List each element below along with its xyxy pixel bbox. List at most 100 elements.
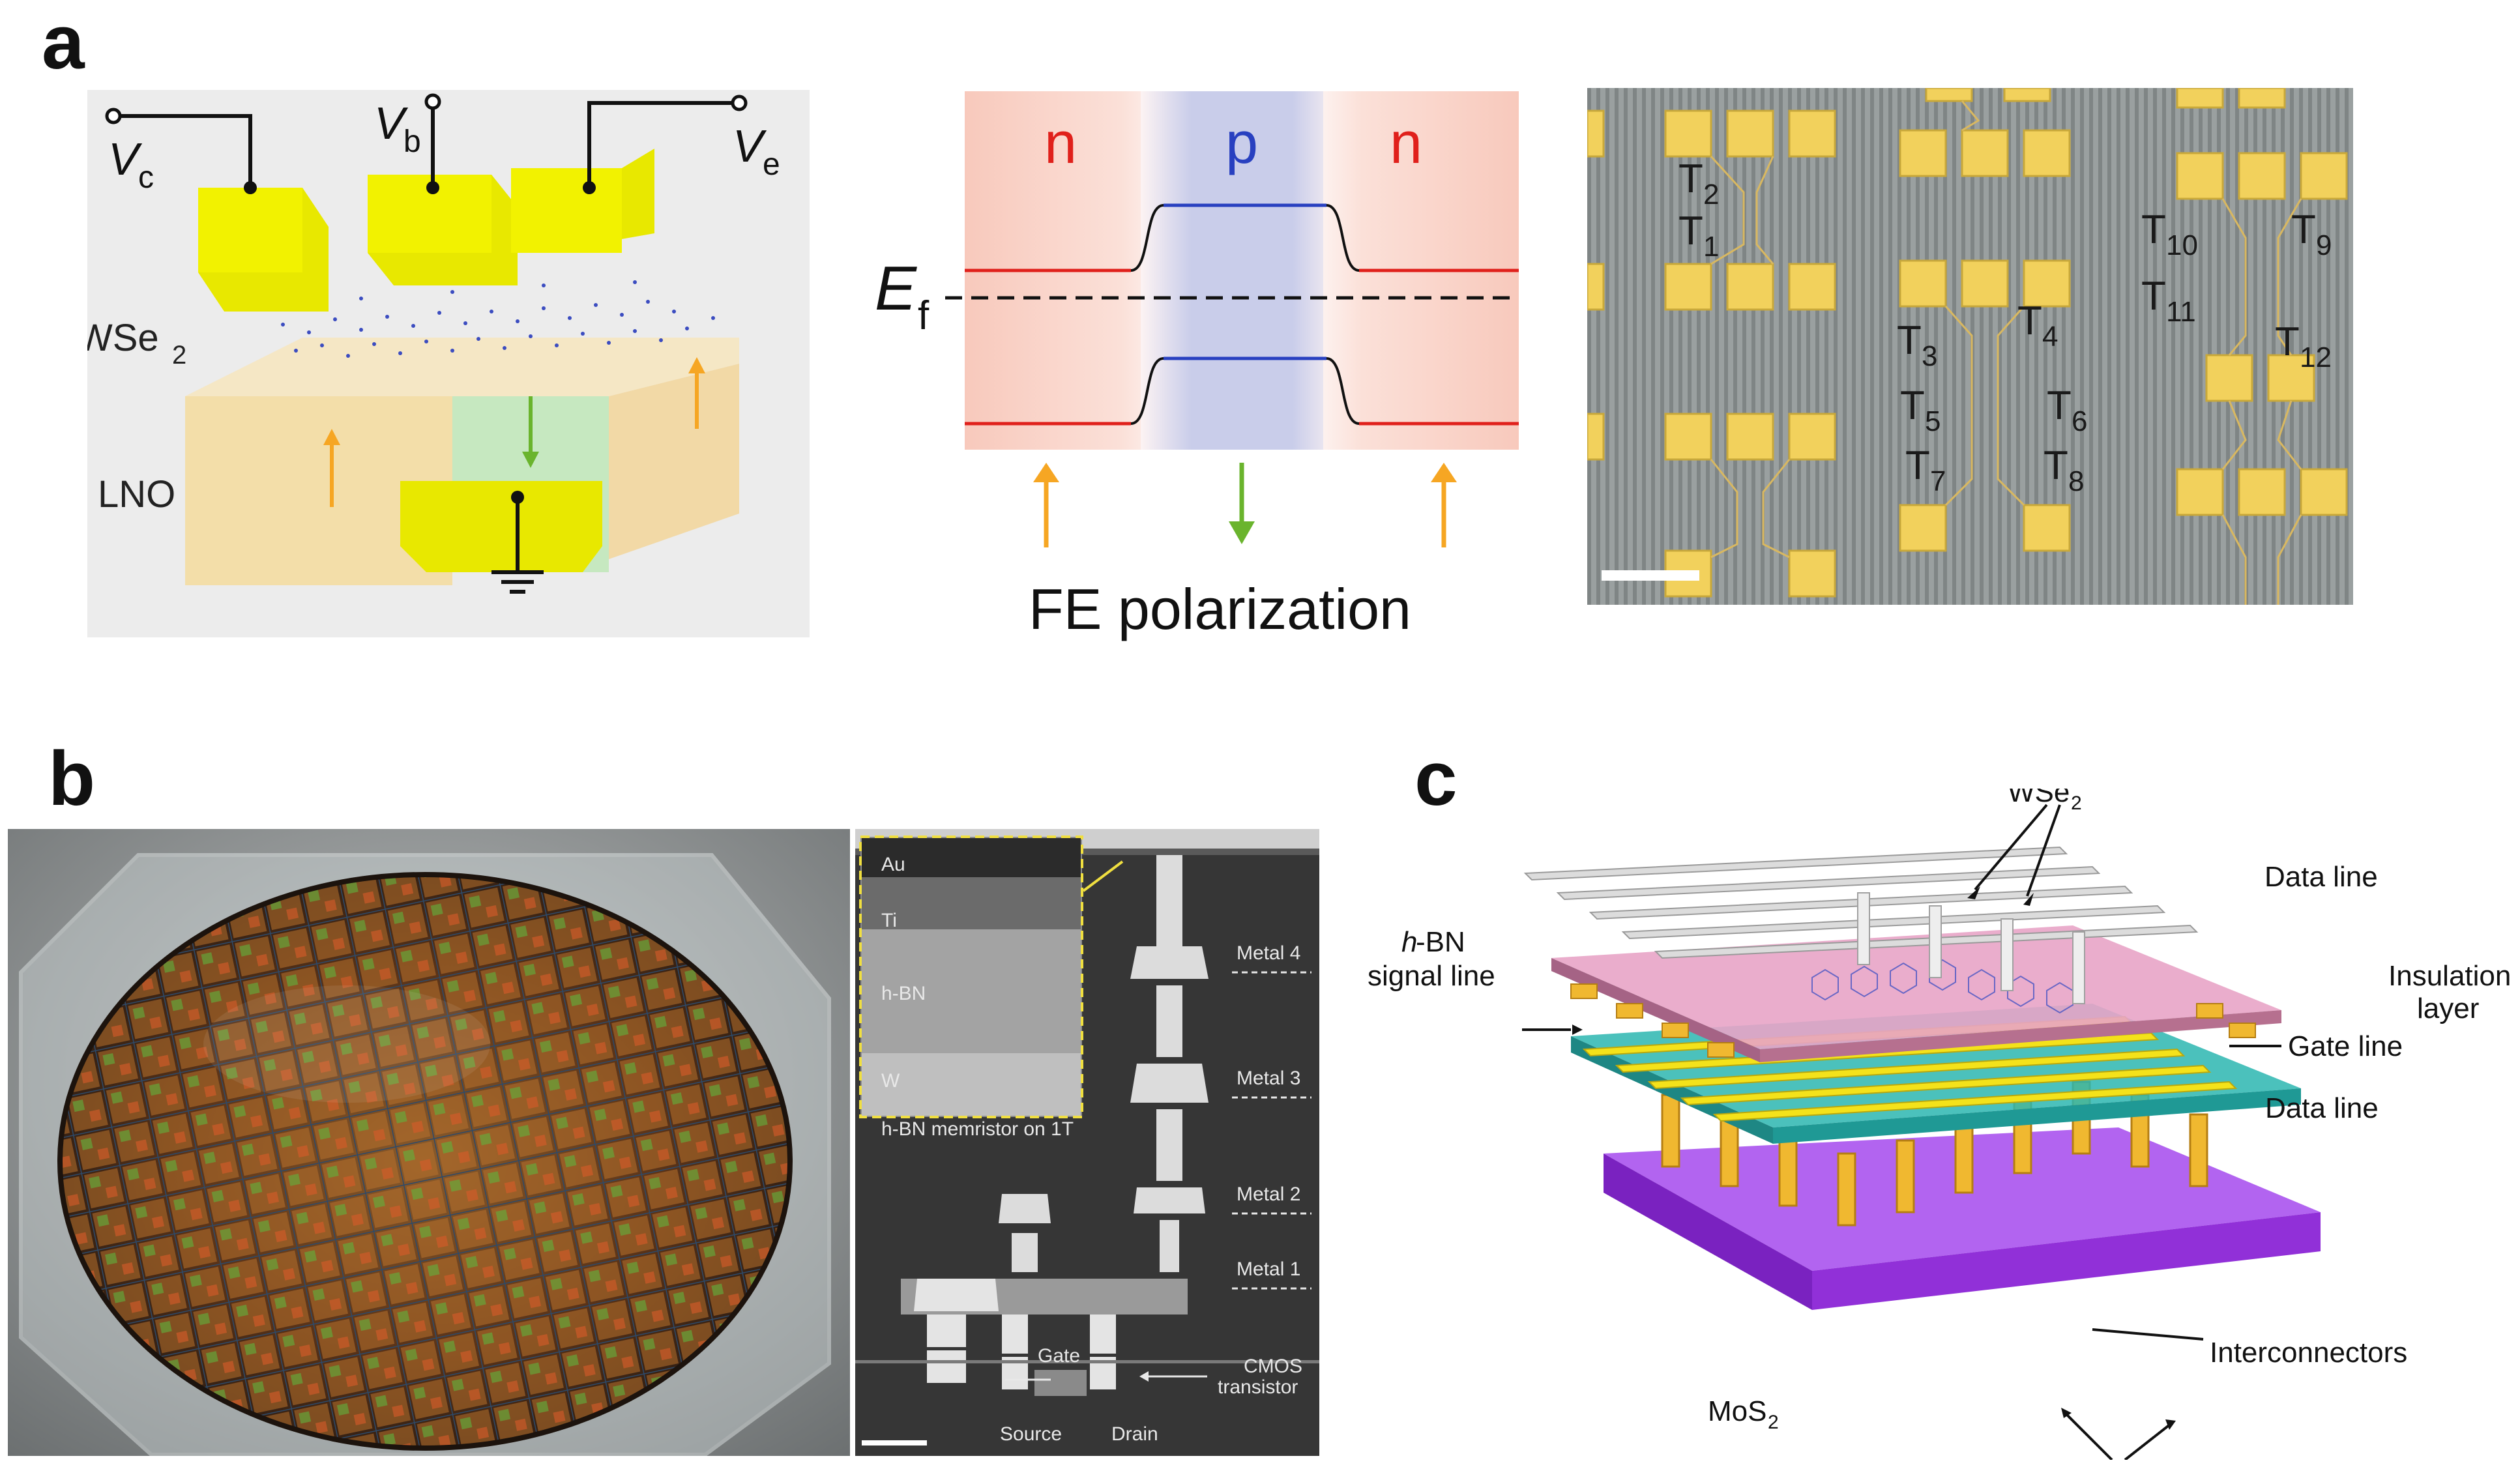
svg-text:T: T (2275, 319, 2300, 364)
svg-text:f: f (918, 293, 930, 338)
svg-text:10: 10 (2166, 229, 2198, 261)
region-label-n-right: n (1390, 111, 1422, 176)
svg-text:V: V (733, 121, 767, 171)
source-label: Source (1000, 1423, 1062, 1445)
p-region (1141, 91, 1343, 450)
metal-3-label: Metal 3 (1237, 1068, 1300, 1089)
terminal-label-vc: V c (108, 134, 154, 195)
panel-letter-b: b (48, 736, 96, 822)
svg-text:h: h (1401, 926, 1417, 958)
svg-text:2: 2 (1768, 1412, 1779, 1433)
svg-text:9: 9 (2316, 229, 2332, 261)
polarization-arrow-up (1033, 463, 1059, 482)
svg-text:6: 6 (2072, 405, 2087, 437)
inset-caption: h-BN memristor on 1T (881, 1118, 1074, 1140)
svg-text:WSe: WSe (87, 317, 159, 359)
terminal-label-vb: V b (374, 98, 421, 159)
svg-text:3: 3 (1922, 340, 1937, 372)
fe-polarization-caption: FE polarization (1029, 577, 1411, 641)
scale-bar (862, 1440, 927, 1445)
svg-text:T: T (1897, 318, 1922, 363)
fermi-level-label: E f (875, 254, 930, 338)
svg-text:4: 4 (2042, 321, 2058, 353)
insulation-layer-label: Insulation layer (2388, 960, 2511, 1024)
svg-text:2: 2 (1703, 179, 1719, 211)
data-line-top-label: Data line (2264, 861, 2378, 893)
svg-text:T: T (1900, 383, 1925, 428)
band-diagram: n p n E f FE polarization (873, 85, 1545, 645)
svg-text:7: 7 (1930, 465, 1946, 497)
inset-layer-ti: Ti (881, 910, 897, 931)
scale-bar (1602, 570, 1699, 581)
wse2-label: WSe 2 (87, 317, 186, 370)
svg-text:T: T (2291, 207, 2316, 252)
hbn-signal-line-label: h -BN signal line (1368, 926, 1495, 992)
svg-text:2: 2 (2071, 792, 2082, 814)
polarization-arrow-down (1229, 521, 1255, 544)
wse2-label: WSe 2 (2008, 789, 2082, 814)
drain-label: Drain (1111, 1423, 1158, 1445)
svg-text:c: c (138, 160, 154, 195)
data-line-mid-label: Data line (2265, 1092, 2379, 1124)
svg-text:V: V (108, 134, 143, 184)
polarization-arrow-up (1431, 463, 1457, 482)
metal-1-label: Metal 1 (1237, 1258, 1300, 1280)
svg-text:V: V (374, 98, 409, 149)
gate-label: Gate (1038, 1345, 1080, 1367)
svg-text:layer: layer (2417, 993, 2479, 1024)
metal-4-label: Metal 4 (1237, 942, 1300, 964)
svg-text:T: T (1905, 443, 1930, 488)
svg-text:T: T (1678, 209, 1703, 254)
svg-text:E: E (875, 254, 917, 323)
svg-text:b: b (403, 124, 421, 159)
svg-text:5: 5 (1925, 405, 1941, 437)
svg-text:Insulation: Insulation (2388, 960, 2511, 992)
svg-text:T: T (2141, 274, 2166, 319)
svg-text:1: 1 (1703, 231, 1719, 263)
panel-letter-a: a (42, 0, 85, 85)
svg-text:T: T (2047, 383, 2072, 428)
svg-text:T: T (1678, 156, 1703, 201)
interconnectors-label: Interconnectors (2210, 1337, 2407, 1369)
wafer-photo (8, 829, 850, 1456)
svg-text:T: T (2017, 298, 2042, 343)
transistor-label: transistor (1218, 1376, 1298, 1398)
svg-text:e: e (763, 147, 780, 182)
svg-text:12: 12 (2300, 341, 2332, 373)
svg-text:2: 2 (172, 341, 186, 370)
lno-label: LNO (98, 473, 175, 516)
inset-layer-w: W (881, 1070, 900, 1092)
svg-text:-BN: -BN (1416, 926, 1465, 958)
device-schematic: V c V b V e WSe 2 LNO (87, 90, 810, 637)
cross-section-tem: Au Ti h-BN W h-BN memristor on 1T Metal … (855, 829, 1319, 1456)
cmos-label: CMOS (1244, 1356, 1302, 1377)
svg-text:signal line: signal line (1368, 960, 1495, 992)
svg-text:T: T (2141, 207, 2166, 252)
svg-text:MoS: MoS (1708, 1395, 1766, 1427)
inset-layer-au: Au (881, 854, 905, 875)
mos2-label: MoS 2 (1708, 1395, 1779, 1433)
metal-2-label: Metal 2 (1237, 1184, 1300, 1205)
array-schematic: WSe 2 h -BN signal line Data line Insula… (1356, 789, 2520, 1460)
region-label-p: p (1225, 111, 1258, 176)
svg-text:8: 8 (2068, 465, 2084, 497)
gate-line-label: Gate line (2288, 1030, 2403, 1062)
panel-letter-c: c (1414, 736, 1458, 822)
region-label-n-left: n (1044, 111, 1077, 176)
svg-text:WSe: WSe (2008, 789, 2070, 808)
inset-layer-hbn: h-BN (881, 983, 926, 1004)
svg-text:T: T (2044, 443, 2068, 488)
